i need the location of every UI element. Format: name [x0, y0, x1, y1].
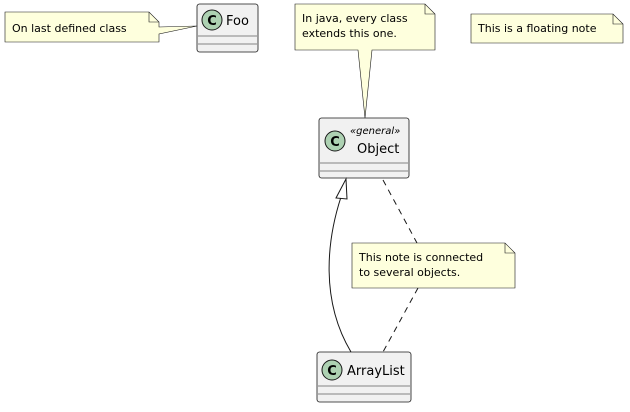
class-foo[interactable]: C Foo [196, 3, 259, 53]
note-fold [504, 243, 515, 254]
note-link-arraylist [382, 287, 419, 353]
note-floating[interactable]: This is a floating note [470, 13, 624, 44]
class-spot-letter: C [327, 364, 337, 379]
note-fold [424, 4, 435, 15]
note-fold [148, 12, 159, 23]
note-shape [294, 3, 436, 119]
class-spot-letter: C [207, 14, 217, 29]
note-connected-line-2: to several objects. [359, 266, 460, 279]
inheritance-arraylist-object [328, 177, 352, 353]
inheritance-arrowhead-icon [335, 177, 348, 200]
class-object-name: Object [357, 142, 399, 157]
note-shape [351, 242, 516, 289]
class-arraylist[interactable]: C ArrayList [316, 351, 412, 403]
class-spot-letter: C [330, 135, 340, 150]
class-spot-icon [321, 359, 343, 381]
class-arraylist-name: ArrayList [347, 364, 405, 379]
class-foo-name: Foo [226, 14, 249, 29]
note-java-line-1: In java, every class [302, 12, 408, 25]
note-java[interactable]: In java, every class extends this one. [294, 3, 436, 119]
class-spot-icon [324, 130, 346, 152]
note-connected[interactable]: This note is connected to several object… [351, 242, 516, 289]
class-spot-icon [201, 9, 223, 31]
class-object-stereotype: «general» [350, 126, 400, 137]
note-floating-line-1: This is a floating note [477, 22, 597, 35]
note-on-last[interactable]: On last defined class [4, 11, 198, 43]
note-shape [470, 13, 624, 44]
note-connected-line-1: This note is connected [358, 251, 483, 264]
inheritance-line [328, 196, 352, 353]
note-fold [612, 14, 623, 25]
note-java-line-2: extends this one. [302, 27, 397, 40]
note-link-object [382, 179, 418, 244]
class-object[interactable]: C «general» Object [318, 117, 410, 179]
note-on-last-line-1: On last defined class [12, 22, 127, 35]
